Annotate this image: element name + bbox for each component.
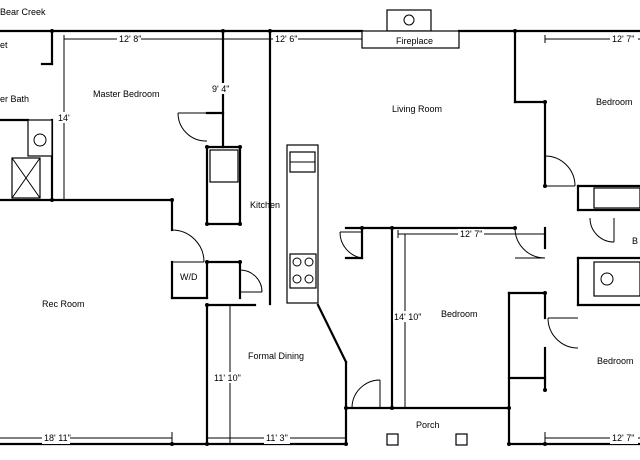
dim-master-closet-height: 9' 4" bbox=[212, 84, 229, 94]
room-label-kitchen: Kitchen bbox=[250, 200, 280, 210]
room-label-porch: Porch bbox=[416, 420, 440, 430]
room-label-bedroom-ne: Bedroom bbox=[596, 97, 633, 107]
bath-vanity bbox=[593, 261, 640, 297]
dimension-labels: 12' 8" 12' 6" 12' 7" 9' 4" 14' 12' 7" 14… bbox=[42, 33, 638, 444]
wall-nodes bbox=[50, 29, 547, 446]
dim-bed-center-height: 14' 10" bbox=[394, 312, 421, 322]
vanity-sink bbox=[27, 119, 53, 157]
porch-post bbox=[455, 433, 468, 446]
room-label-bedroom-center: Bedroom bbox=[441, 309, 478, 319]
fixtures bbox=[11, 119, 640, 446]
room-label-formal-dining: Formal Dining bbox=[248, 351, 304, 361]
bathtub bbox=[593, 187, 640, 209]
room-label-master-bedroom: Master Bedroom bbox=[93, 89, 160, 99]
dim-living-width: 12' 6" bbox=[275, 34, 297, 44]
dim-rec-width: 18' 11" bbox=[44, 433, 71, 443]
dim-dining-height: 11' 10" bbox=[214, 373, 241, 383]
refrigerator bbox=[209, 149, 239, 183]
dim-master-height: 14' bbox=[58, 113, 70, 123]
dim-bed-center-width: 12' 7" bbox=[460, 229, 482, 239]
door-swings bbox=[171, 112, 615, 409]
porch-post bbox=[386, 433, 399, 446]
room-label-rec-room: Rec Room bbox=[42, 299, 85, 309]
room-label-closet: et bbox=[0, 40, 8, 50]
room-label-master-bath: er Bath bbox=[0, 94, 29, 104]
dim-bed-se-width: 12' 7" bbox=[612, 433, 634, 443]
dim-dining-width: 11' 3" bbox=[266, 433, 288, 443]
room-label-bedroom-se: Bedroom bbox=[597, 356, 634, 366]
fireplace: Fireplace bbox=[361, 9, 460, 49]
dim-bed-ne-width: 12' 7" bbox=[612, 34, 634, 44]
plan-title: Bear Creek bbox=[0, 7, 46, 17]
room-label-living-room: Living Room bbox=[392, 104, 442, 114]
dim-master-width: 12' 8" bbox=[119, 34, 141, 44]
room-labels: et er Bath Master Bedroom Living Room Be… bbox=[0, 40, 638, 430]
fireplace-label: Fireplace bbox=[396, 36, 433, 46]
room-label-wd: W/D bbox=[180, 272, 198, 282]
room-label-bath: B bbox=[632, 236, 638, 246]
